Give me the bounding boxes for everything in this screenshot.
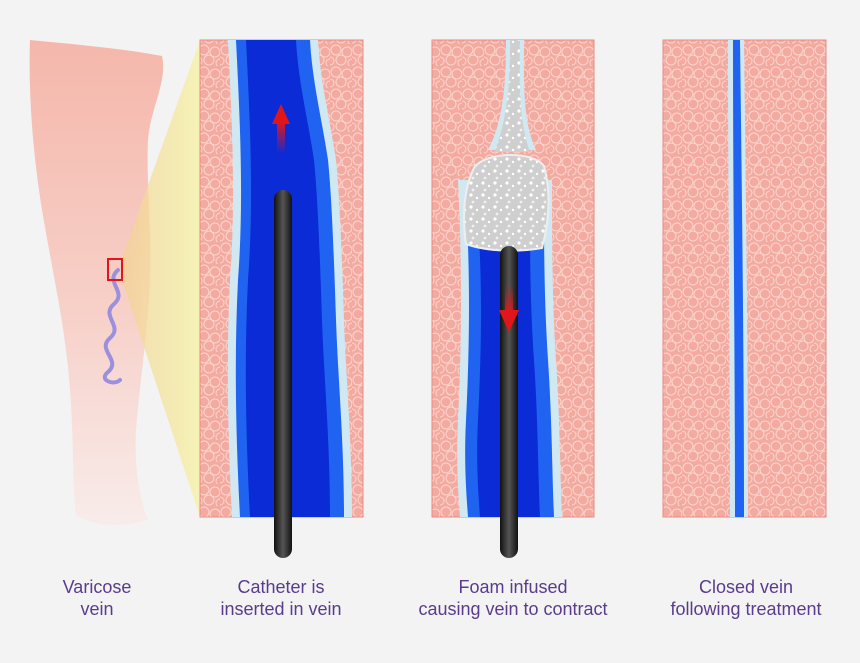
caption-line: Catheter is <box>237 577 325 597</box>
leg-shape <box>29 40 164 525</box>
caption-varicose-vein: Varicose vein <box>22 576 172 620</box>
caption-line: vein <box>80 599 114 619</box>
leg-illustration <box>29 40 200 525</box>
caption-foam-infused: Foam infused causing vein to contract <box>398 576 628 620</box>
caption-line: Foam infused <box>458 577 568 597</box>
panel-foam-infused <box>431 39 595 558</box>
caption-line: causing vein to contract <box>418 599 608 619</box>
caption-line: Varicose <box>62 577 132 597</box>
varicose-vein-squiggle <box>102 268 122 385</box>
arrow-down-icon <box>499 284 519 332</box>
caption-catheter-inserted: Catheter is inserted in vein <box>196 576 366 620</box>
caption-closed-vein: Closed vein following treatment <box>648 576 844 620</box>
caption-line: inserted in vein <box>220 599 342 619</box>
catheter-rod <box>500 246 518 558</box>
caption-line: following treatment <box>670 599 822 619</box>
foam-mass <box>463 154 550 252</box>
panel-catheter-inserted <box>199 39 364 558</box>
zoom-beam <box>122 40 200 517</box>
panel-closed-vein <box>662 39 827 518</box>
zoom-region-marker <box>107 258 123 281</box>
caption-line: Closed vein <box>698 577 794 597</box>
catheter-rod <box>274 190 292 558</box>
vein-lumen-closed <box>733 40 744 517</box>
arrow-up-icon <box>272 104 290 154</box>
